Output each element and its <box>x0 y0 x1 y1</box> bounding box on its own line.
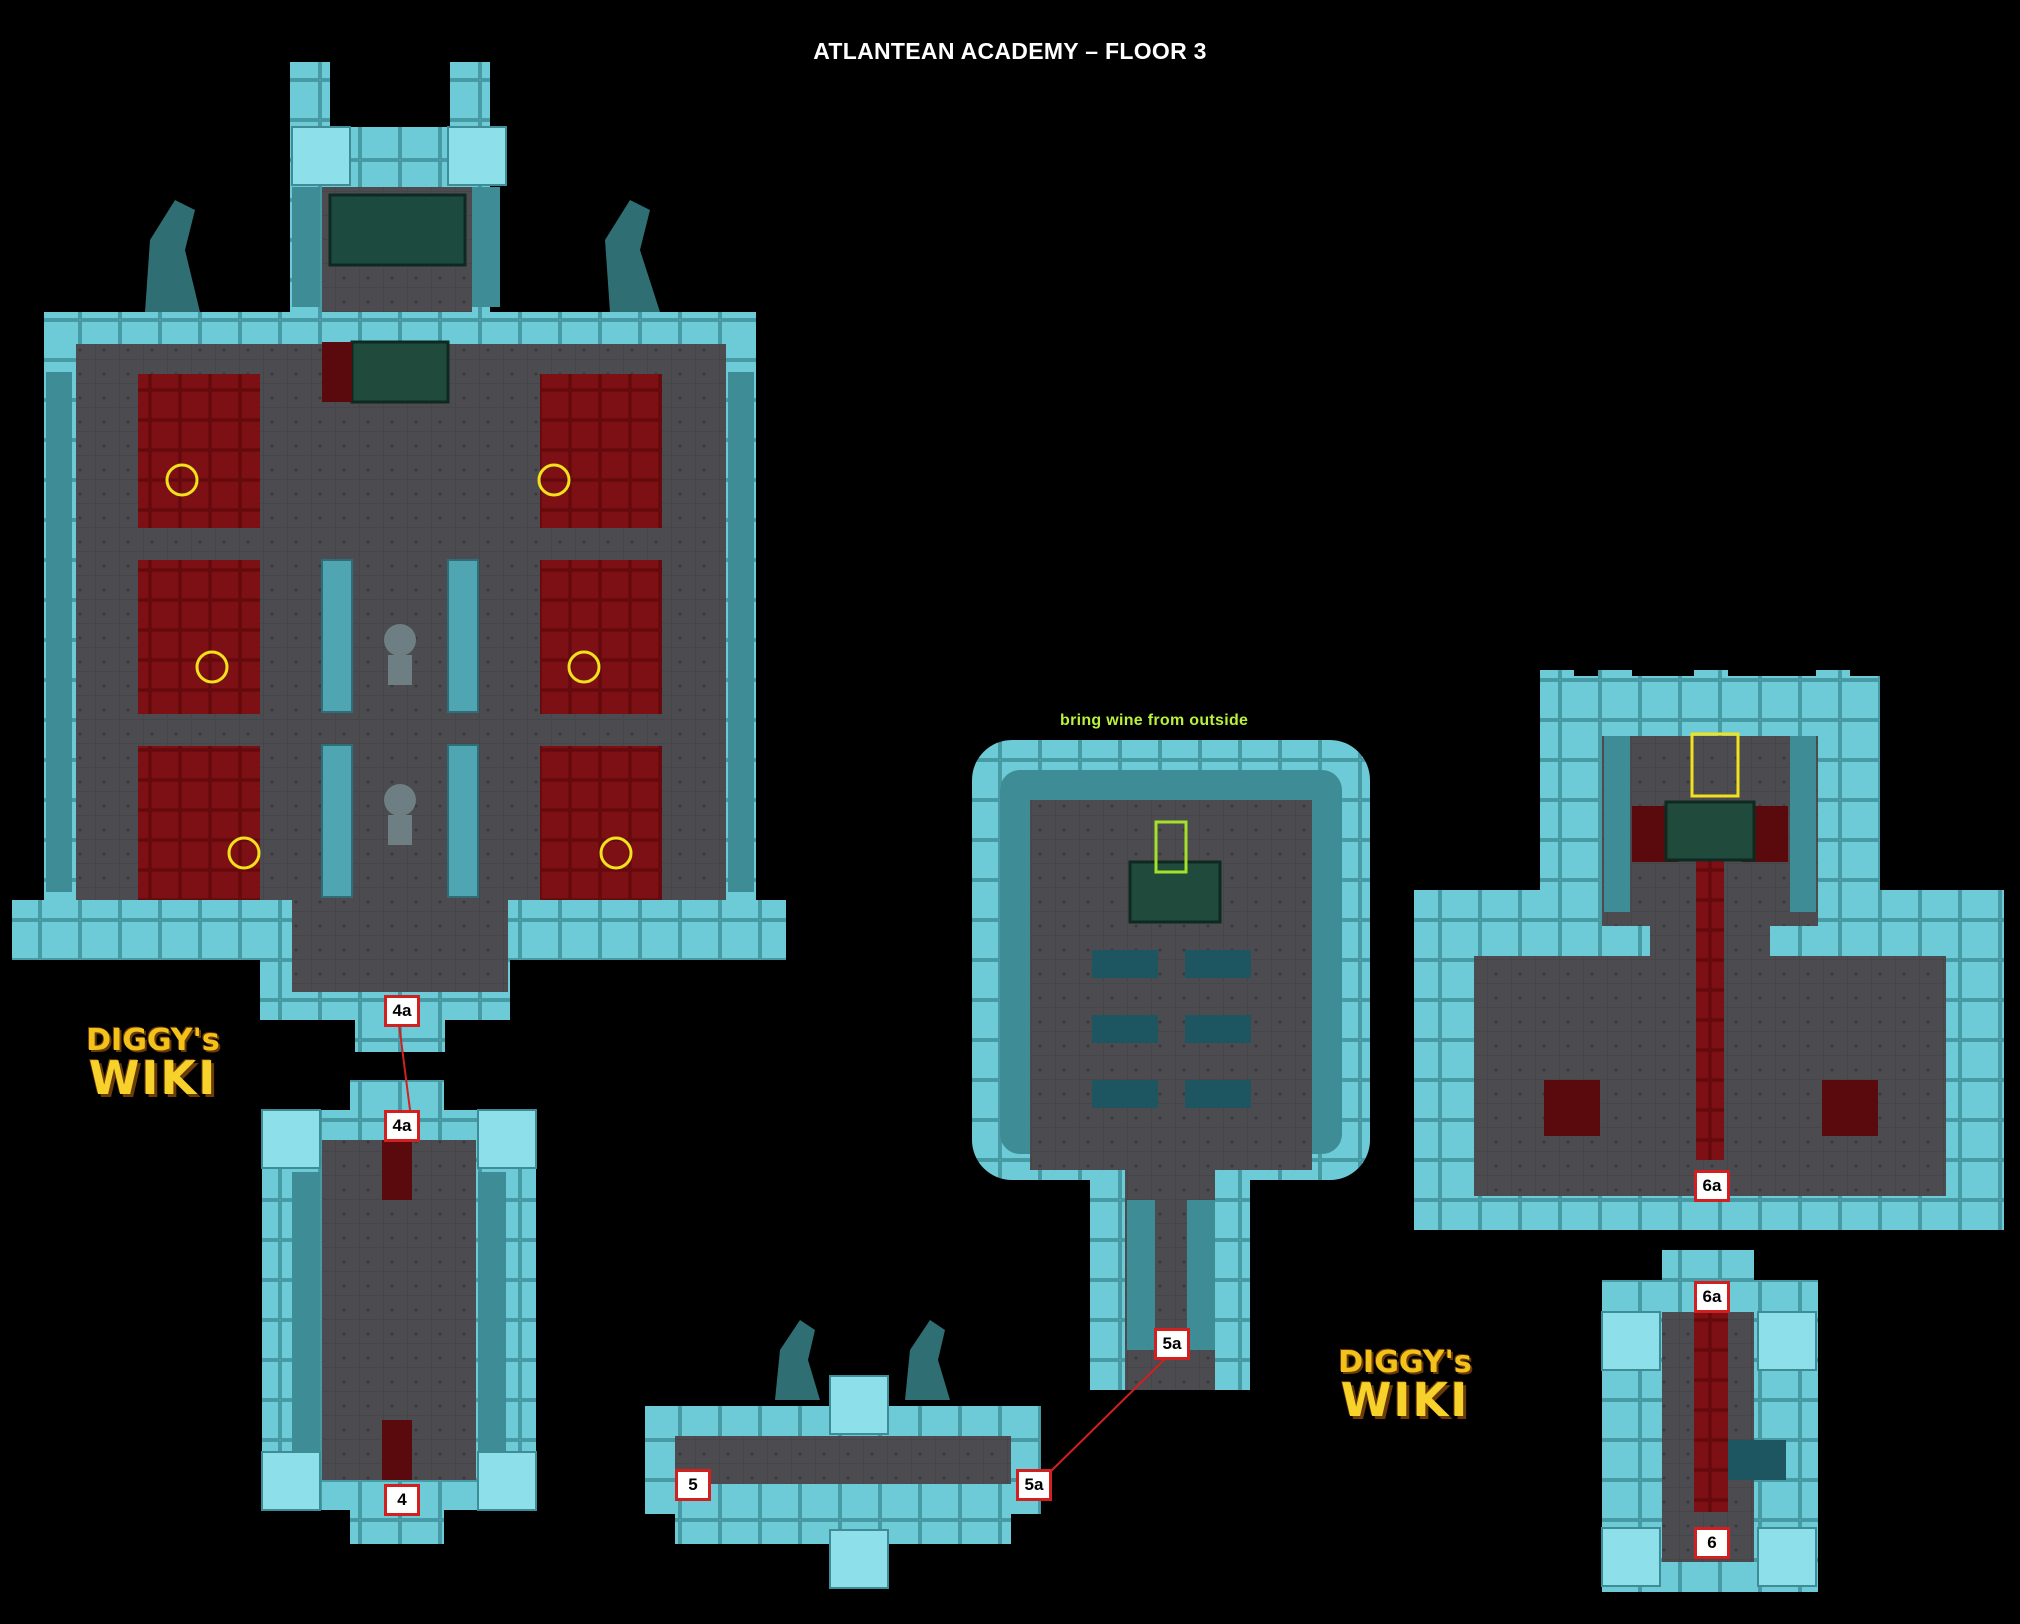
diggys-wiki-logo-left: DIGGY's WIKI <box>78 1023 228 1105</box>
label-6: 6 <box>1694 1527 1730 1559</box>
label-5a-top: 5a <box>1154 1328 1190 1360</box>
label-4: 4 <box>384 1484 420 1516</box>
label-5: 5 <box>675 1469 711 1501</box>
room-6-corridor <box>1601 1250 1818 1592</box>
logo-line-1: DIGGY's <box>1338 1345 1472 1380</box>
room-6a-hall <box>1414 670 2004 1230</box>
map-title: ATLANTEAN ACADEMY – FLOOR 3 <box>813 38 1207 64</box>
logo-line-2: WIKI <box>1340 1373 1470 1427</box>
room-5a-classroom <box>972 740 1370 1390</box>
diggys-wiki-logo-right: DIGGY's WIKI <box>1330 1345 1480 1427</box>
room-5-corridor <box>645 1320 1041 1589</box>
room-4-corridor <box>261 1080 537 1544</box>
label-4a-bottom: 4a <box>384 1110 420 1142</box>
room-4-hall <box>12 62 786 1052</box>
green-highlight-marker <box>1154 820 1188 874</box>
yellow-highlight-marker <box>1690 732 1740 798</box>
connector-5a <box>1043 1355 1169 1479</box>
label-6a-bottom: 6a <box>1694 1281 1730 1313</box>
label-4a-top: 4a <box>384 995 420 1027</box>
label-6a-top: 6a <box>1694 1170 1730 1202</box>
logo-line-2: WIKI <box>88 1051 218 1105</box>
hint-note: bring wine from outside <box>1060 712 1249 729</box>
label-5a-right: 5a <box>1016 1469 1052 1501</box>
logo-line-1: DIGGY's <box>86 1023 220 1058</box>
connector-4a <box>398 1023 411 1111</box>
yellow-target-markers <box>165 463 633 870</box>
